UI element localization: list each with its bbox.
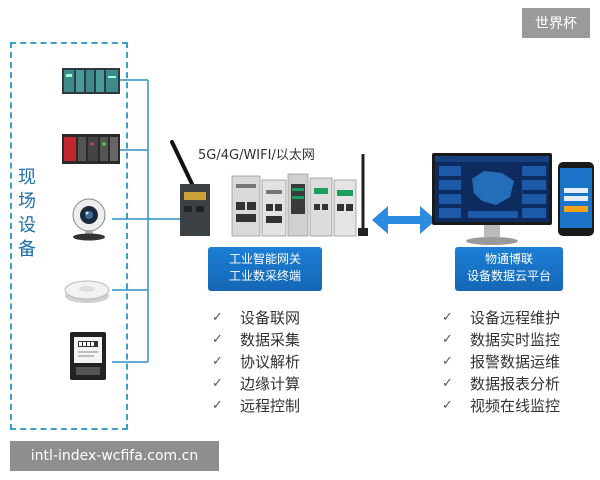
gateway-hardware-icon [170, 140, 368, 237]
relay-module-icon [62, 134, 120, 164]
check-icon: ✓ [442, 375, 453, 391]
check-icon: ✓ [442, 397, 453, 413]
gateway-line1: 工业智能网关 [228, 252, 301, 266]
check-icon: ✓ [212, 397, 223, 413]
list-item: ✓数据报表分析 [442, 374, 561, 393]
cloud-feature-list: ✓设备远程维护 ✓数据实时监控 ✓报警数据运维 ✓数据报表分析 ✓视频在线监控 [442, 306, 560, 416]
cloud-line1: 物通博联 [484, 252, 533, 266]
check-icon: ✓ [212, 375, 223, 391]
check-icon: ✓ [442, 331, 453, 347]
corner-tag: 世界杯 [522, 8, 590, 38]
plc-rack-icon [62, 68, 120, 94]
list-item: ✓协议解析 [212, 352, 301, 371]
list-item: ✓数据采集 [212, 330, 301, 349]
smoke-detector-icon [64, 280, 110, 303]
field-devices-label: 现场设备 [18, 167, 36, 260]
list-item: ✓视频在线监控 [442, 396, 561, 415]
check-icon: ✓ [442, 353, 453, 369]
electric-meter-icon [70, 332, 106, 380]
list-item: ✓报警数据运维 [442, 352, 561, 371]
webcam-icon [72, 198, 106, 241]
list-item: ✓设备联网 [212, 308, 301, 327]
list-item: ✓远程控制 [212, 396, 301, 415]
network-caption: 5G/4G/WIFI/以太网 [198, 148, 315, 163]
check-icon: ✓ [212, 353, 223, 369]
cloud-platform-label-box: 物通博联 设备数据云平台 [455, 247, 563, 291]
list-item: ✓边缘计算 [212, 374, 301, 393]
list-item: ✓设备远程维护 [442, 308, 561, 327]
check-icon: ✓ [212, 331, 223, 347]
check-icon: ✓ [442, 309, 453, 325]
field-devices-box [10, 42, 128, 430]
watermark-url: intl-index-wcfifa.com.cn [10, 441, 219, 471]
cloud-line2: 设备数据云平台 [466, 269, 551, 283]
list-item: ✓数据实时监控 [442, 330, 561, 349]
gateway-feature-list: ✓设备联网 ✓数据采集 ✓协议解析 ✓边缘计算 ✓远程控制 [212, 306, 300, 416]
gateway-line2: 工业数采终端 [228, 269, 301, 283]
phone-app-icon [558, 162, 594, 236]
gateway-label-box: 工业智能网关 工业数采终端 [208, 247, 322, 291]
check-icon: ✓ [212, 309, 223, 325]
monitor-dashboard-icon [432, 153, 552, 245]
bidirectional-arrow-icon [372, 206, 436, 234]
